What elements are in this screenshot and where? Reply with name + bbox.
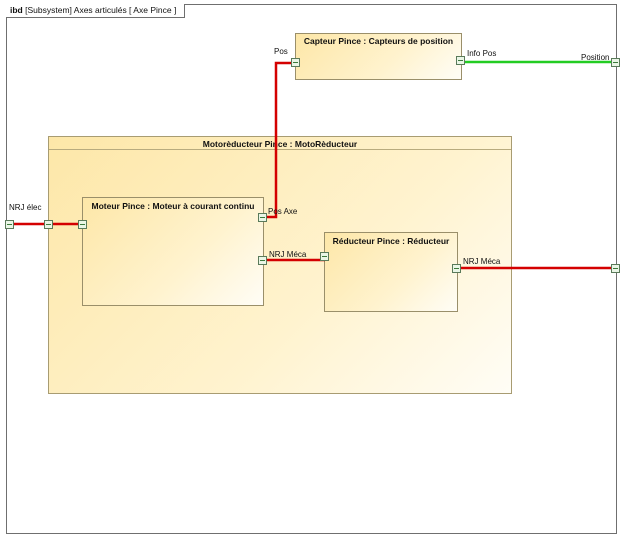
block-motoreducteur-divider [49, 149, 511, 150]
diagram-header: ibd [Subsystem] Axes articulés [ Axe Pin… [6, 4, 186, 18]
block-capteur[interactable]: Capteur Pince : Capteurs de position [295, 33, 462, 80]
port-reducteur-nrj-meca-out[interactable] [452, 264, 461, 273]
port-moteur-nrj-meca[interactable] [258, 256, 267, 265]
port-label-pos-axe: Pos Axe [268, 207, 298, 216]
port-frame-nrj-meca[interactable] [611, 264, 620, 273]
port-label-info-pos: Info Pos [467, 49, 497, 58]
port-label-nrj-meca-reducteur: NRJ Méca [463, 257, 501, 266]
port-frame-nrj-elec[interactable] [5, 220, 14, 229]
block-moteur[interactable]: Moteur Pince : Moteur à courant continu [82, 197, 264, 306]
port-capteur-pos[interactable] [291, 58, 300, 67]
diagram-header-text: [Subsystem] Axes articulés [ Axe Pince ] [25, 5, 177, 15]
block-capteur-title: Capteur Pince : Capteurs de position [303, 36, 454, 46]
port-label-nrj-elec: NRJ élec [9, 203, 42, 212]
port-moteur-nrj-elec[interactable] [78, 220, 87, 229]
port-capteur-info-pos[interactable] [456, 56, 465, 65]
port-label-position: Position [581, 53, 610, 62]
port-label-nrj-meca-moteur: NRJ Méca [269, 250, 307, 259]
block-reducteur[interactable]: Réducteur Pince : Réducteur [324, 232, 458, 312]
block-motoreducteur-title: Motorèducteur Pince : MotoRèducteur [202, 139, 358, 149]
port-frame-position[interactable] [611, 58, 620, 67]
connector-pos-axe [266, 61, 296, 219]
diagram-kind: ibd [10, 5, 23, 15]
port-reducteur-nrj-meca-in[interactable] [320, 252, 329, 261]
block-moteur-title: Moteur Pince : Moteur à courant continu [91, 201, 255, 211]
block-reducteur-title: Réducteur Pince : Réducteur [332, 236, 450, 246]
port-motoreducteur-nrj-elec[interactable] [44, 220, 53, 229]
port-moteur-pos-axe[interactable] [258, 213, 267, 222]
port-label-pos: Pos [274, 47, 288, 56]
